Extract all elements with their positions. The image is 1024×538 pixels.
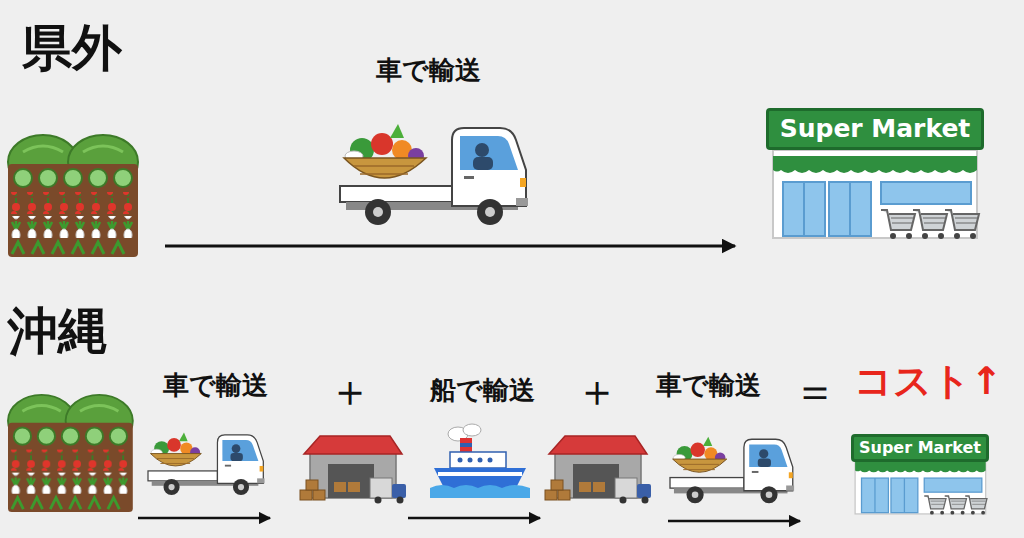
- section-heading: 沖縄: [8, 303, 108, 361]
- store-name: Super Market: [780, 115, 971, 143]
- cost-label: コスト↑: [854, 360, 1003, 404]
- transport-arrow: [165, 245, 735, 248]
- transport-label: 車で輸送: [163, 371, 268, 401]
- delivery-truck: [148, 432, 265, 495]
- operator-symbol: ＝: [793, 366, 837, 417]
- cargo-ship: [430, 424, 530, 498]
- transport-label: 車で輸送: [376, 56, 481, 86]
- operator-symbol: ＋: [328, 366, 372, 417]
- warehouse: [300, 436, 406, 504]
- transport-arrow: [138, 517, 270, 520]
- section-heading: 県外: [22, 20, 122, 78]
- delivery-truck: [340, 124, 528, 225]
- supermarket-building: [773, 150, 979, 239]
- transport-arrow: [408, 517, 540, 520]
- transport-label: 船で輸送: [430, 376, 535, 406]
- farm-field: [8, 395, 133, 512]
- delivery-truck: [670, 437, 794, 504]
- operator-symbol: ＋: [575, 366, 619, 417]
- farm-field: [8, 135, 138, 257]
- supermarket-building: [855, 458, 987, 515]
- transport-arrow: [668, 520, 800, 523]
- store-sign: Super Market: [851, 434, 989, 462]
- store-sign: Super Market: [766, 108, 984, 150]
- warehouse: [545, 436, 651, 504]
- transport-label: 車で輸送: [656, 371, 761, 401]
- store-name: Super Market: [859, 439, 981, 457]
